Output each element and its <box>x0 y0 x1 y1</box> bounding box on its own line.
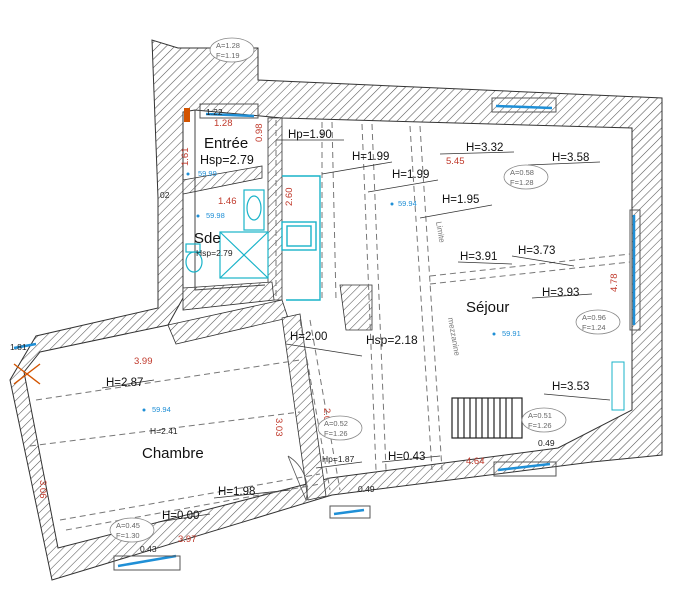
opening-tag: A=0.45 F=1.30 <box>109 517 155 543</box>
sill-label: 0.43 <box>140 544 157 554</box>
height-label: H=1.99 <box>392 169 429 181</box>
height-label: H=1.98 <box>218 486 255 498</box>
level-label: 59.98 <box>206 211 225 220</box>
sde-hsp: Hsp=2.79 <box>196 248 233 258</box>
height-label: H=3.32 <box>466 142 503 154</box>
staircase <box>451 397 523 439</box>
exterior-walls <box>9 39 663 581</box>
entree-hsp: Hsp=2.79 <box>200 153 254 167</box>
dimension-label: 1.46 <box>218 196 237 207</box>
wall-sde-entree <box>182 165 263 195</box>
dimension-label: 0.98 <box>254 124 265 143</box>
dimension-label: 2.60 <box>284 188 295 207</box>
height-label: H=2.00 <box>290 331 327 343</box>
height-label: Hp=1.90 <box>288 129 332 141</box>
height-label: H=3.58 <box>552 152 589 164</box>
level-dot <box>186 172 190 176</box>
opening-tag: A=0.58 F=1.28 <box>503 164 549 190</box>
opening-tag: A=0.51 F=1.26 <box>521 407 567 433</box>
room-chambre: Chambre <box>142 445 204 462</box>
door-cross <box>13 363 41 385</box>
dimension-label: 1.61 <box>180 148 191 167</box>
dimension-label: 1.28 <box>214 118 233 129</box>
svg-text:A=0.52: A=0.52 <box>324 419 348 428</box>
height-label: H=0.43 <box>388 451 425 463</box>
dimension-label: 4.64 <box>466 456 485 467</box>
door-swing <box>287 455 308 502</box>
svg-text:F=1.26: F=1.26 <box>324 429 348 438</box>
dimension-label: 2.02 <box>321 408 332 427</box>
dimension-label: 3.97 <box>178 534 197 545</box>
bathroom-fixtures <box>185 189 269 279</box>
svg-text:F=1.24: F=1.24 <box>582 323 606 332</box>
limite-text: Limite <box>434 221 447 244</box>
dimension-label: 3.99 <box>134 356 153 367</box>
level-label: 59.94 <box>398 199 417 208</box>
window-frames <box>113 97 641 571</box>
svg-text:A=0.58: A=0.58 <box>510 168 534 177</box>
height-label: H=2.87 <box>106 377 143 389</box>
height-label: H=1.95 <box>442 194 479 206</box>
height-label: H=2.41 <box>150 426 178 436</box>
dimension-label: 3.06 <box>37 480 48 499</box>
dimension-label: 1.81 <box>10 342 27 352</box>
opening-tag: A=0.96 F=1.24 <box>575 309 621 335</box>
svg-text:F=1.28: F=1.28 <box>510 178 534 187</box>
room-sejour: Séjour <box>466 299 509 316</box>
dimension-label: 1.22 <box>206 107 223 117</box>
dimension-label: 3.03 <box>273 418 284 437</box>
pillar <box>339 284 373 331</box>
height-label: H=0.00 <box>162 510 199 522</box>
inner-contour <box>194 110 266 291</box>
height-label: H=3.93 <box>542 287 579 299</box>
svg-text:F=1.30: F=1.30 <box>116 531 140 540</box>
height-label: H=1.99 <box>352 151 389 163</box>
wall-entree-sejour <box>267 117 283 301</box>
svg-text:F=1.19: F=1.19 <box>216 51 240 60</box>
room-sde: Sde <box>194 230 221 247</box>
svg-text:F=1.26: F=1.26 <box>528 421 552 430</box>
height-label: Hp=1.87 <box>322 454 355 464</box>
level-label: 59.91 <box>502 329 521 338</box>
height-limit-lines <box>29 120 631 531</box>
level-dot <box>196 214 200 218</box>
entrance-marker <box>184 108 190 122</box>
level-label: 59.99 <box>198 169 217 178</box>
sill-label: 02 <box>160 190 170 200</box>
svg-text:A=0.51: A=0.51 <box>528 411 552 420</box>
level-dot <box>390 202 394 206</box>
dimension-label: 5.45 <box>446 156 465 167</box>
svg-text:A=0.45: A=0.45 <box>116 521 140 530</box>
opening-tag: A=1.28 F=1.19 <box>209 37 255 63</box>
leader-lines <box>101 139 611 523</box>
height-label: H=3.91 <box>460 251 497 263</box>
svg-text:A=0.96: A=0.96 <box>582 313 606 322</box>
sill-label: 0.49 <box>538 438 555 448</box>
mezzanine-text: mezzanine <box>446 317 462 357</box>
sill-label: 0.49 <box>358 484 375 494</box>
height-label: H=3.53 <box>552 381 589 393</box>
wall-chambre-right <box>281 313 327 501</box>
kitchen-counter <box>281 175 321 301</box>
level-label: 59.94 <box>152 405 171 414</box>
dimension-label: 4.78 <box>609 274 620 293</box>
height-label: H=3.73 <box>518 245 555 257</box>
svg-text:A=1.28: A=1.28 <box>216 41 240 50</box>
level-dot <box>142 408 146 412</box>
windows <box>13 104 636 568</box>
radiator <box>611 361 625 411</box>
mezz-hsp: Hsp=2.18 <box>366 333 418 347</box>
level-dot <box>492 332 496 336</box>
room-entree: Entrée <box>204 135 248 152</box>
opening-tag: A=0.52 F=1.26 <box>317 415 363 441</box>
